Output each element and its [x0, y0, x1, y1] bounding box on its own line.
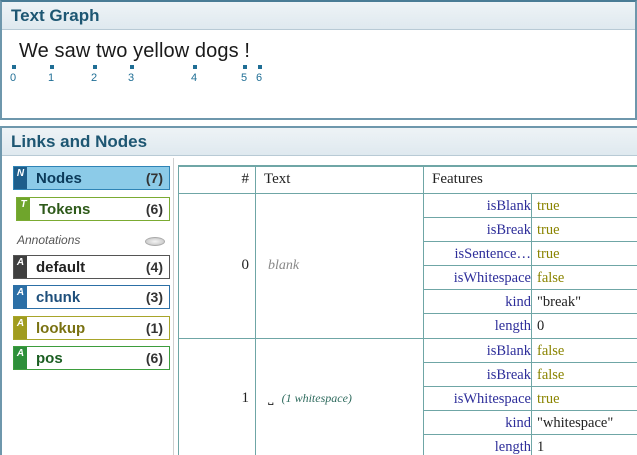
row-text: blank — [255, 192, 424, 339]
panel-divider[interactable] — [173, 158, 174, 455]
column-header-features[interactable]: Features — [423, 165, 637, 194]
row-number: 0 — [178, 192, 256, 339]
offset-tick — [12, 65, 16, 69]
feature-value: false — [537, 342, 565, 359]
feature-row: isWhitespace false — [424, 265, 637, 290]
table-row[interactable]: 1 ˽ (1 whitespace) isBlank false isBreak … — [178, 337, 637, 455]
offset-label: 0 — [10, 72, 17, 84]
feature-row: kind "whitespace" — [424, 410, 637, 435]
feature-value: "break" — [537, 293, 582, 310]
whitespace-mark: ˽ — [268, 390, 274, 406]
feature-row: isBreak true — [424, 217, 637, 242]
feature-row: length 1 — [424, 434, 637, 455]
sidebar-item-label: Nodes — [36, 170, 82, 187]
feature-row: length 0 — [424, 313, 637, 338]
row-text: ˽ (1 whitespace) — [255, 337, 424, 455]
sidebar-item-count: (6) — [145, 350, 163, 366]
feature-row: kind "break" — [424, 289, 637, 314]
text-graph-panel: Text Graph We saw two yellow dogs ! 0 1 … — [0, 0, 637, 120]
text-graph-title: Text Graph — [2, 2, 635, 30]
annotation-badge-icon: A — [14, 286, 27, 308]
offset-tick — [50, 65, 54, 69]
feature-value: false — [537, 269, 565, 286]
feature-name: isBreak — [424, 362, 532, 386]
table-row[interactable]: 0 blank isBlank true isBreak true isSent… — [178, 192, 637, 339]
links-nodes-panel: Links and Nodes N Nodes (7) T Tokens (6)… — [0, 126, 637, 455]
feature-name: kind — [424, 289, 532, 313]
sidebar-item-count: (3) — [145, 289, 163, 305]
sidebar-item-label: Tokens — [39, 201, 91, 218]
offset-tick — [130, 65, 134, 69]
row-features: isBlank false isBreak false isWhitespace… — [423, 337, 637, 455]
feature-row: isBlank false — [424, 338, 637, 363]
feature-name: length — [424, 313, 532, 338]
text-graph-sentence[interactable]: We saw two yellow dogs ! — [19, 40, 251, 62]
feature-value: 1 — [537, 438, 545, 455]
sidebar-item-default[interactable]: A default (4) — [13, 255, 170, 279]
sidebar-item-chunk[interactable]: A chunk (3) — [13, 285, 170, 309]
feature-row: isSentence… true — [424, 241, 637, 266]
feature-row: isBreak false — [424, 362, 637, 387]
table-header-row: # Text Features — [178, 165, 637, 194]
offset-tick — [258, 65, 262, 69]
offset-label: 4 — [191, 72, 198, 84]
sidebar-item-count: (4) — [145, 259, 163, 275]
annotation-badge-icon: A — [14, 317, 27, 339]
feature-name: length — [424, 434, 532, 455]
sidebar-item-label: default — [36, 259, 86, 276]
feature-value: false — [537, 366, 565, 383]
offset-label: 5 — [241, 72, 248, 84]
feature-row: isWhitespace true — [424, 386, 637, 411]
feature-name: isWhitespace — [424, 386, 532, 410]
feature-value: true — [537, 390, 560, 407]
nodes-badge-icon: N — [14, 167, 27, 189]
sidebar-item-count: (7) — [145, 170, 163, 186]
feature-name: isBlank — [424, 338, 532, 362]
feature-value: 0 — [537, 317, 545, 334]
annotations-toggle[interactable] — [145, 237, 165, 246]
whitespace-note: (1 whitespace) — [281, 390, 352, 405]
sidebar-item-nodes[interactable]: N Nodes (7) — [13, 166, 170, 190]
feature-name: isWhitespace — [424, 265, 532, 289]
annotation-badge-icon: A — [14, 347, 27, 369]
offset-label: 1 — [48, 72, 55, 84]
offset-tick — [93, 65, 97, 69]
feature-value: "whitespace" — [537, 414, 614, 431]
sidebar-item-label: chunk — [36, 289, 81, 306]
feature-name: isBlank — [424, 193, 532, 217]
offset-label: 2 — [91, 72, 98, 84]
feature-value: true — [537, 245, 560, 262]
sidebar-item-lookup[interactable]: A lookup (1) — [13, 316, 170, 340]
feature-value: true — [537, 221, 560, 238]
offset-label: 6 — [256, 72, 263, 84]
sidebar-item-tokens[interactable]: T Tokens (6) — [16, 197, 170, 221]
sidebar-item-label: lookup — [36, 320, 86, 337]
tokens-badge-icon: T — [17, 198, 30, 220]
offset-tick — [193, 65, 197, 69]
offset-label: 3 — [128, 72, 135, 84]
links-nodes-title: Links and Nodes — [2, 128, 637, 156]
sidebar-item-count: (6) — [145, 201, 163, 217]
feature-row: isBlank true — [424, 193, 637, 218]
feature-name: isSentence… — [424, 241, 532, 265]
feature-value: true — [537, 197, 560, 214]
offset-tick — [243, 65, 247, 69]
column-header-number[interactable]: # — [178, 165, 256, 194]
sidebar-item-pos[interactable]: A pos (6) — [13, 346, 170, 370]
row-features: isBlank true isBreak true isSentence… tr… — [423, 192, 637, 339]
sidebar-item-count: (1) — [145, 320, 163, 336]
sidebar-item-label: pos — [36, 350, 63, 367]
annotations-label: Annotations — [17, 233, 81, 247]
feature-name: kind — [424, 410, 532, 434]
row-number: 1 — [178, 337, 256, 455]
annotation-badge-icon: A — [14, 256, 27, 278]
feature-name: isBreak — [424, 217, 532, 241]
column-header-text[interactable]: Text — [255, 165, 424, 194]
nodes-table: # Text Features 0 blank isBlank true isB… — [178, 165, 637, 455]
